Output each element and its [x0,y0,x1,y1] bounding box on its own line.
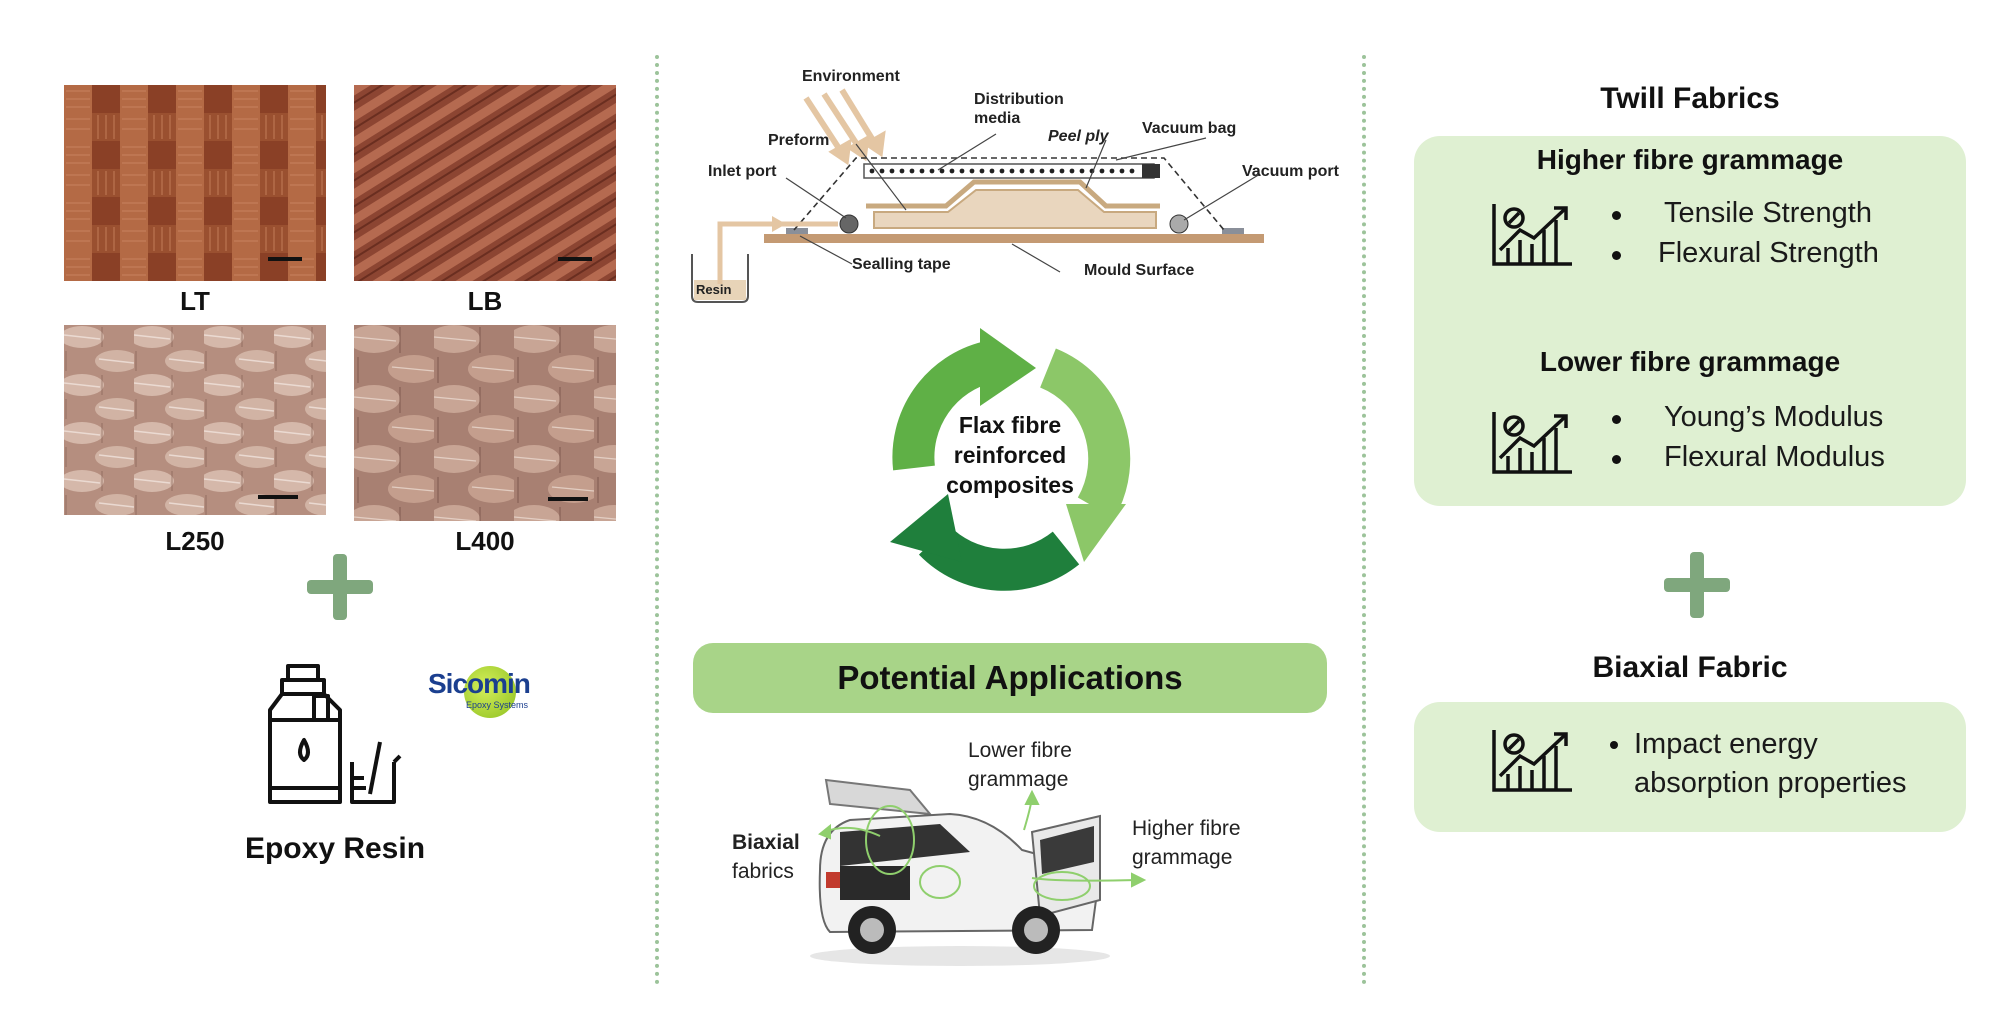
label-distribution-media: Distribution media [974,91,1064,127]
label-mould-surface: Mould Surface [1084,262,1195,279]
chart-growth-icon [1490,200,1574,273]
label-resin: Resin [696,282,732,297]
fabric-image-l400 [354,325,616,521]
lower-item-youngs: Young’s Modulus [1664,401,1884,433]
vacuum-infusion-diagram: Environment Distribution media Preform P… [676,60,1356,310]
car-label-biaxial: Biaxial fabrics [732,831,800,883]
label-vacuum-port: Vacuum port [1242,163,1339,180]
car-annotation-arrows [810,789,1150,910]
biaxial-item-line1: Impact energy [1634,728,1818,760]
chart-growth-icon [1490,408,1574,481]
label-sealing-tape: Sealling tape [852,256,951,273]
lower-fibre-title: Lower fibre grammage [1539,346,1841,377]
plus-icon-left [307,554,373,620]
potential-applications-banner: Potential Applications [693,643,1327,713]
sicomin-logo: Sicomin Epoxy Systems [428,662,532,720]
bullet [1610,741,1618,749]
biaxial-fabric-title: Biaxial Fabric [1592,651,1788,684]
biaxial-item-line2: absorption properties [1634,767,1907,799]
bullet [1612,211,1621,220]
divider-right [1362,55,1366,985]
higher-fibre-title: Higher fibre grammage [1536,144,1844,175]
fabric-image-lb [354,85,616,281]
biaxial-properties-box [1414,702,1966,832]
higher-item-tensile: Tensile Strength [1664,197,1872,229]
car-label-lower-fibre: Lower fibre grammage [968,739,1072,791]
label-environment: Environment [802,68,900,85]
cycle-center-text: Flax fibre reinforced composites [946,412,1074,498]
label-peel-ply: Peel ply [1048,128,1109,145]
lower-item-flexural-modulus: Flexural Modulus [1664,441,1885,473]
car-label-higher-fibre: Higher fibre grammage [1132,817,1241,869]
epoxy-bottle-icon [262,662,402,817]
divider-left [655,55,659,985]
fabric-image-lt [64,85,326,281]
fabric-image-l250 [64,325,326,521]
fabric-label-lb: LB [467,286,503,316]
label-inlet-port: Inlet port [708,163,777,180]
bullet [1612,455,1621,464]
fabric-label-lt: LT [180,286,210,316]
chart-growth-icon [1490,726,1574,799]
fabric-label-l400: L400 [455,526,515,556]
bullet [1612,415,1621,424]
label-preform: Preform [768,132,830,149]
twill-fabrics-title: Twill Fabrics [1600,82,1780,115]
car-image [800,770,1120,970]
twill-properties-box [1414,136,1966,506]
epoxy-resin-title: Epoxy Resin [244,832,426,865]
fabric-label-l250: L250 [165,526,225,556]
bullet [1612,251,1621,260]
higher-item-flexural: Flexural Strength [1658,237,1879,269]
recycle-cycle-icon: Flax fibre reinforced composites [870,318,1150,598]
plus-icon-right [1664,552,1730,618]
label-vacuum-bag: Vacuum bag [1142,120,1237,137]
